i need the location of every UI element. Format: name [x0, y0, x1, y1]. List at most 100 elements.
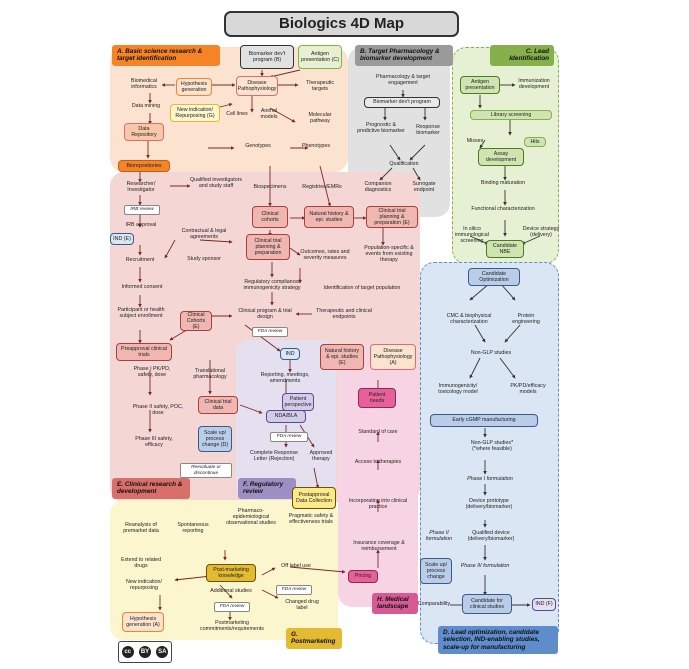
node-clinical-cohorts-e: Clinical Cohorts (E)	[180, 311, 212, 331]
node-phase-2: Phase II safety, POC, dose	[132, 404, 184, 417]
node-animal-models: Animal models	[260, 108, 278, 121]
node-clinical-trial-planning: Clinical trial planning & preparation	[246, 234, 290, 260]
node-therapeutic-targets: Therapeutic targets	[306, 80, 334, 93]
node-data-mining: Data mining	[131, 103, 161, 109]
node-patient-perspective: Patient perspective	[282, 393, 314, 411]
node-biorepositories: Biorepositories	[118, 160, 170, 172]
node-postmarketing-commitments: Postmarketing commitments/requirements	[200, 620, 264, 633]
node-molecular-pathway: Molecular pathway	[308, 112, 332, 125]
node-device-prototype: Device prototype (delivery/biomarker)	[465, 498, 513, 511]
node-comparability: Comparability	[417, 601, 451, 607]
node-antigen-presentation: Antigen presentation	[460, 76, 500, 94]
node-recruitment: Recruitment	[125, 257, 155, 263]
section-h-header: H. Medical landscape	[372, 593, 418, 614]
node-hypothesis-a: Hypothesis generation (A)	[122, 612, 164, 632]
node-device-strategy: Device strategy (delivery)	[522, 226, 560, 239]
node-disease-pathophysiology-a: Disease Pathophysiology (A)	[370, 344, 416, 370]
node-informed-consent: Informed consent	[121, 284, 163, 290]
node-ind: IND	[280, 348, 300, 360]
node-companion-diagnostics: Companion diagnostics	[364, 181, 392, 194]
node-protein-engineering: Protein engineering	[512, 313, 540, 326]
node-functional-characterization: Functional characterization	[471, 206, 535, 212]
node-phase-1: Phase I PK/PD, safety, dose	[133, 366, 171, 379]
node-non-glp-2: Non-GLP studies* (*where feasible)	[470, 440, 514, 453]
node-clinical-trial-planning-e: Clinical trial planning & preparation (E…	[366, 206, 418, 228]
node-non-glp: Non-GLP studies	[470, 350, 512, 356]
node-immunization-development: Immunization development	[518, 78, 550, 91]
node-changed-label: Changed drug label	[285, 599, 319, 612]
node-hits: Hits	[524, 137, 546, 147]
node-biospecimens: Biospecimens	[253, 184, 287, 190]
node-access-therapies: Access to therapies	[354, 459, 402, 465]
tag-fda-review-4: FDA review	[214, 602, 250, 612]
section-d-header: D. Lead optimization, candidate selectio…	[438, 626, 558, 655]
node-phenotypes: Phenotypes	[302, 143, 330, 149]
node-study-sponsor: Study sponsor	[187, 256, 221, 262]
tag-irb-review: IRB review	[124, 205, 160, 215]
node-candidate-nbe: Candidate NBE	[486, 240, 524, 258]
node-contractual-agreements: Contractual & legal agreements	[181, 228, 227, 241]
node-response-biomarker: Response biomarker	[416, 124, 440, 137]
tag-fda-review-1: FDA review	[252, 327, 288, 337]
node-incorporation-practice: Incorporation into clinical practice	[348, 498, 408, 511]
node-phase-3-form: Phase III formulation	[460, 563, 510, 569]
node-ind-f: IND (F)	[532, 598, 556, 611]
node-population-events: Population-specific & events from existi…	[364, 245, 414, 264]
node-researcher-investigator: Researcher/ Investigator	[126, 181, 156, 194]
license-badge: cc BY SA	[118, 641, 172, 663]
node-assay-development: Assay development	[478, 148, 524, 166]
node-reanalysis: Reanalysis of premarket data	[123, 522, 159, 535]
node-library-screening: Library screening	[470, 110, 552, 120]
sa-icon: SA	[156, 646, 169, 658]
node-complete-response: Complete Response Letter (Rejection)	[250, 450, 298, 463]
node-candidate-optimization: Candidate Optimization	[468, 268, 520, 286]
node-qualified-investigators: Qualified investigators and study staff	[189, 177, 243, 190]
node-irb-approval: IRB approval	[125, 222, 157, 228]
node-additional-studies: Additional studies	[210, 588, 252, 594]
node-phase-3: Phase III safety, efficacy	[135, 436, 173, 449]
section-e-header: E. Clinical research & development	[112, 478, 190, 499]
node-qualification: Qualification	[389, 161, 419, 167]
node-nda-bla: NDA/BLA	[266, 410, 306, 423]
node-spontaneous-reporting: Spontaneous reporting	[177, 522, 209, 535]
node-immunogenicity-model: Immunogenicity/ toxicology model	[438, 383, 478, 396]
node-early-cgmp: Early cGMP manufacturing	[430, 414, 538, 427]
node-pharmaco-studies: Pharmaco-epidemiological observational s…	[226, 508, 276, 527]
node-preapproval-trials: Preapproval clinical trials	[116, 343, 172, 361]
node-pricing: Pricing	[348, 570, 378, 583]
node-registries-emrs: Registries/EMRs	[302, 184, 342, 190]
node-cell-lines: Cell lines	[226, 111, 248, 117]
node-biomarker-program-b: Biomarker dev't program (B)	[240, 45, 294, 69]
node-regulatory-compliance: Regulatory compliance/ immunogenicity st…	[243, 279, 301, 292]
node-phase-2-form: Phase II formulation	[425, 530, 453, 543]
node-candidate-clinical: Candidate for clinical studies	[462, 594, 512, 614]
by-icon: BY	[138, 646, 151, 658]
node-insurance-coverage: Insurance coverage & reimbursement	[353, 540, 405, 553]
node-new-indication-g: New indication/ Repurposing (G)	[170, 104, 220, 122]
map-title: Biologics 4D Map	[224, 11, 459, 37]
node-biomedical-informatics: Biomedical informatics	[131, 78, 157, 91]
tag-fda-review-2: FDA review	[270, 432, 308, 442]
section-b-header: B. Target Pharmacology & biomarker devel…	[355, 45, 453, 66]
section-f-header: F. Regulatory review	[238, 478, 296, 499]
node-outcomes-rates: Outcomes, rates and severity measures	[300, 249, 350, 262]
node-prognostic-biomarker: Prognostic & predictive biomarker	[357, 122, 405, 135]
node-postapproval-data: Postapproval Data Collection	[292, 487, 336, 509]
node-extend-drugs: Extend to related drugs	[120, 557, 162, 570]
section-a-header: A. Basic science research & target ident…	[112, 45, 220, 66]
node-natural-history-e: Natural history & epi. studies (E)	[320, 344, 364, 370]
node-pkpd-models: PK/PD/efficacy models	[510, 383, 546, 396]
section-g-header: G. Postmarketing	[286, 628, 342, 649]
node-translational-pharmacology: Translational pharmacology	[193, 368, 227, 381]
cc-icon: cc	[121, 646, 134, 658]
node-genotypes: Genotypes	[245, 143, 271, 149]
node-antigen-presentation-c: Antigen presentation (C)	[298, 45, 342, 69]
node-disease-pathophysiology: Disease Pathophysiology	[236, 76, 278, 96]
node-data-repository: Data Repository	[124, 123, 164, 141]
node-pragmatic-safety: Pragmatic safety & effectiveness trials	[288, 513, 334, 526]
tag-reevaluate: Reevaluate or discontinue	[180, 463, 232, 479]
node-approved-therapy: Approved therapy	[309, 450, 333, 463]
node-new-indication: New indication/ repurposing	[126, 579, 162, 592]
node-clinical-cohorts: Clinical cohorts	[252, 206, 288, 228]
